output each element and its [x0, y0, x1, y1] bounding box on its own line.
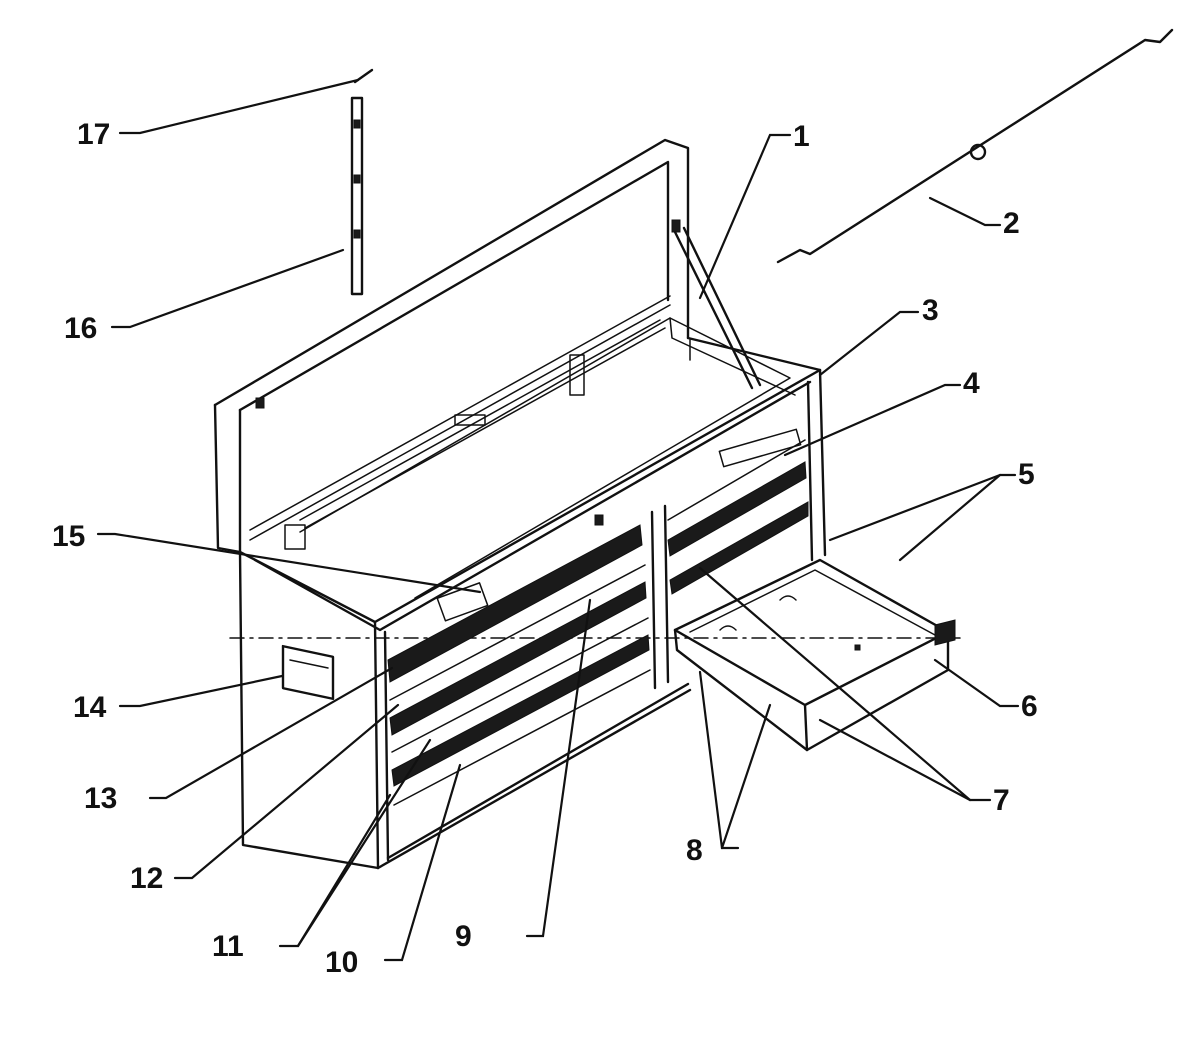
- lid-stay-part: [350, 96, 364, 296]
- callout-9: 9: [455, 920, 472, 953]
- callout-1: 1: [793, 120, 810, 153]
- callout-8: 8: [686, 834, 703, 867]
- callout-10: 10: [325, 946, 358, 979]
- open-drawer: [673, 558, 956, 752]
- callout-3: 3: [922, 294, 939, 327]
- callout-labels: 1 2 3 4 5 6 7 8 9 10 11 12 13 14 15 16 1…: [52, 118, 1038, 979]
- callout-7: 7: [993, 784, 1010, 817]
- hinge-rod-part: [776, 28, 1174, 264]
- callout-4: 4: [963, 367, 980, 400]
- callout-17: 17: [77, 118, 110, 151]
- chest-body: [229, 317, 961, 870]
- callout-15: 15: [52, 520, 85, 553]
- leader-lines: [96, 78, 1020, 962]
- lid-support-strut: [673, 226, 762, 390]
- chest-lid: [213, 138, 690, 554]
- drawer-bank-left: [387, 514, 651, 806]
- callout-12: 12: [130, 862, 163, 895]
- callout-14: 14: [73, 691, 107, 724]
- callout-16: 16: [64, 312, 97, 345]
- callout-13: 13: [84, 782, 117, 815]
- callout-11: 11: [212, 930, 244, 963]
- callout-6: 6: [1021, 690, 1038, 723]
- callout-2: 2: [1003, 207, 1020, 240]
- callout-5: 5: [1018, 458, 1035, 491]
